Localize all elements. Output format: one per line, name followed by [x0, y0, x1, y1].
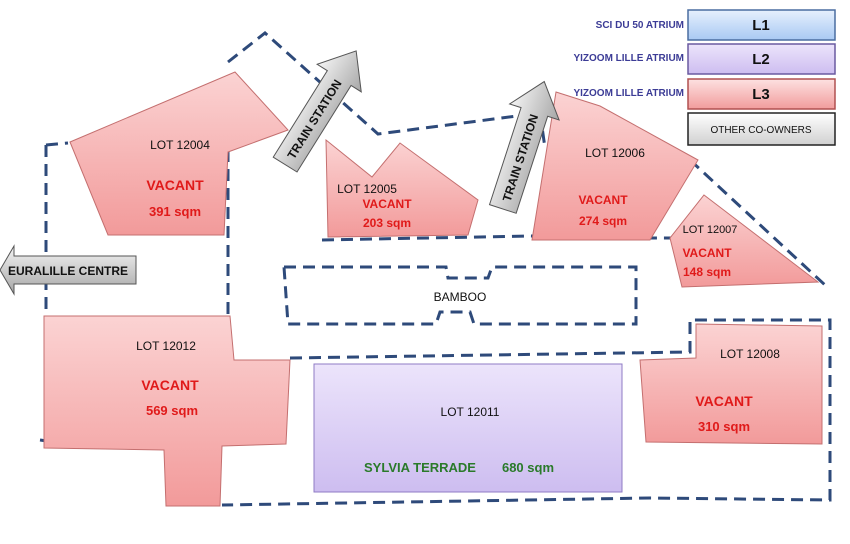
- lot-12008-shape: [639, 323, 823, 445]
- legend-level-1: L1: [752, 17, 770, 34]
- outline-diagonal-top: [227, 31, 547, 149]
- lot-area: 203 sqm: [363, 216, 411, 230]
- legend-swatch-l1: [687, 9, 836, 41]
- lot-status: VACANT: [682, 246, 732, 260]
- outline-diagonal-right: [688, 158, 827, 287]
- lot-status: VACANT: [578, 193, 628, 207]
- lot-name: LOT 12006: [585, 146, 645, 160]
- euralille-label: EURALILLE CENTRE: [8, 264, 128, 278]
- euralille-arrow: EURALILLE CENTRE: [0, 244, 137, 296]
- lot-name: LOT 12007: [683, 224, 738, 236]
- legend-level-3: L3: [752, 86, 770, 103]
- lot-status: VACANT: [146, 177, 204, 193]
- lot-status: VACANT: [695, 393, 753, 409]
- lot-12011-shape: [313, 363, 623, 493]
- legend: SCI DU 50 ATRIUM L1 YIZOOM LILLE ATRIUM …: [573, 9, 836, 146]
- legend-owner-3: YIZOOM LILLE ATRIUM: [573, 88, 684, 99]
- outline-top-left: [45, 141, 69, 147]
- legend-swatch-other: [687, 112, 836, 146]
- lot-name: LOT 12008: [720, 347, 780, 361]
- lot-12005-shape: [325, 138, 479, 238]
- lot-name: LOT 12004: [150, 138, 210, 152]
- lot-12007[interactable]: LOT 12007 VACANT 148 sqm: [669, 194, 820, 288]
- legend-swatch-l3: [687, 78, 836, 110]
- outline-mid-line: [321, 234, 680, 242]
- lot-area: 274 sqm: [579, 214, 627, 228]
- lot-status: VACANT: [362, 197, 412, 211]
- lot-name: LOT 12012: [136, 339, 196, 353]
- lot-area: 391 sqm: [149, 204, 201, 219]
- lot-area: 569 sqm: [146, 403, 198, 418]
- lot-12004-shape: [69, 71, 289, 236]
- arrow-shape: [488, 80, 560, 214]
- lot-name: LOT 12011: [441, 405, 500, 419]
- lot-12012-shape: [43, 315, 291, 507]
- lot-status: VACANT: [141, 377, 199, 393]
- legend-other-label: OTHER CO-OWNERS: [710, 125, 811, 136]
- lot-name: LOT 12005: [337, 182, 397, 196]
- lot-12008[interactable]: LOT 12008 VACANT 310 sqm: [639, 323, 823, 445]
- bamboo-zone: BAMBOO: [282, 265, 638, 326]
- lot-12012[interactable]: LOT 12012 VACANT 569 sqm: [43, 315, 291, 507]
- lot-area: 148 sqm: [683, 265, 731, 279]
- outline-upper-left: [44, 145, 48, 314]
- legend-level-2: L2: [752, 51, 770, 68]
- arrow-shape: [0, 244, 137, 296]
- legend-owner-1: SCI DU 50 ATRIUM: [596, 20, 684, 31]
- legend-owner-2: YIZOOM LILLE ATRIUM: [573, 53, 684, 64]
- lot-area: 310 sqm: [698, 419, 750, 434]
- lot-12004[interactable]: LOT 12004 VACANT 391 sqm: [69, 71, 289, 236]
- lot-area: 680 sqm: [502, 460, 554, 475]
- bamboo-outline: [282, 265, 638, 326]
- lot-12006-shape: [531, 91, 699, 241]
- bamboo-label: BAMBOO: [434, 290, 487, 304]
- lot-12006[interactable]: LOT 12006 VACANT 274 sqm: [531, 91, 699, 241]
- lot-owner: SYLVIA TERRADE: [364, 460, 476, 475]
- lot-12005[interactable]: LOT 12005 VACANT 203 sqm: [325, 138, 479, 238]
- outline-lower: [221, 318, 832, 507]
- arrow-shape: [272, 50, 362, 173]
- lot-12011[interactable]: LOT 12011 SYLVIA TERRADE 680 sqm: [313, 363, 623, 493]
- legend-swatch-l2: [687, 43, 836, 75]
- train-station-arrow-1: TRAIN STATION: [272, 50, 362, 173]
- lot-12007-shape: [669, 194, 820, 288]
